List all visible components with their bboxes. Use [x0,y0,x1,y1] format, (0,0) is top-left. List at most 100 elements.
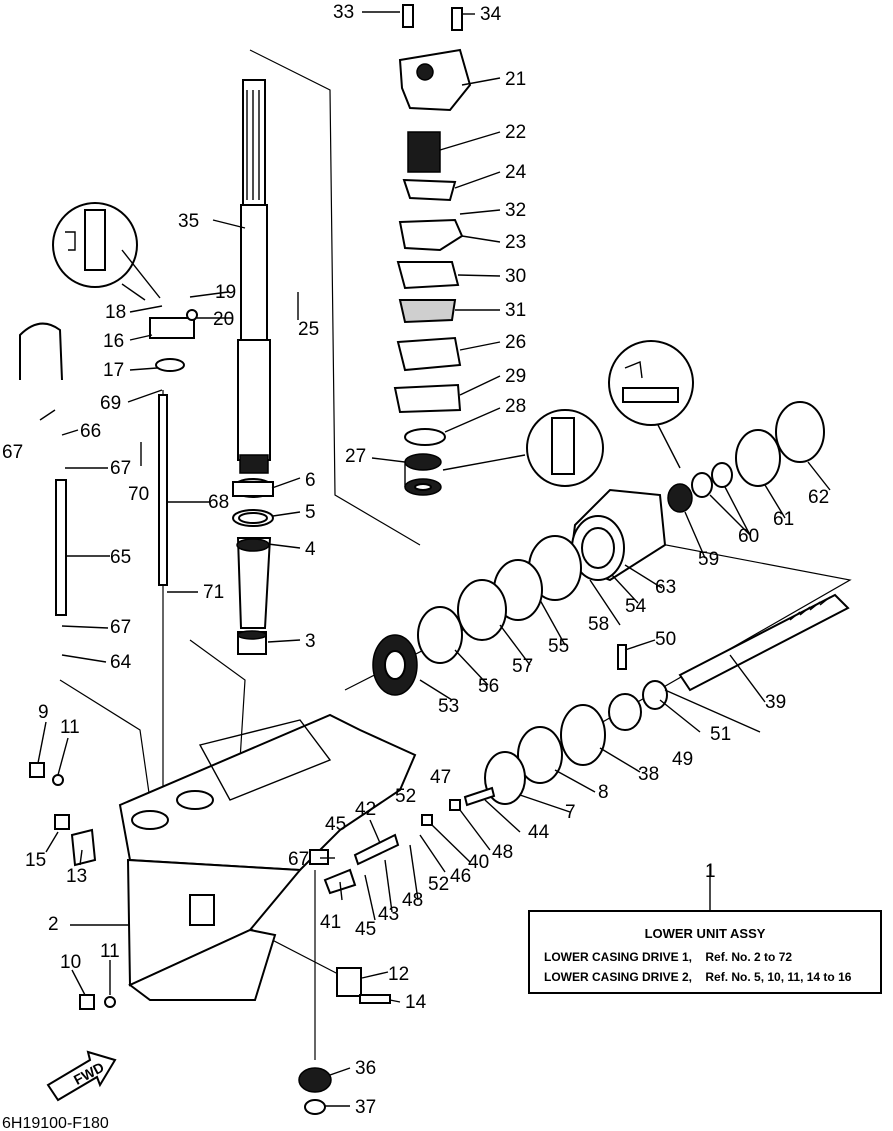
callout-label: 35 [178,211,199,232]
callout-label: 21 [505,69,526,90]
callout-label: 12 [388,964,409,985]
callout-label: 49 [672,749,693,770]
callout-label: 44 [528,822,550,843]
callout-label: 71 [203,582,224,603]
callout-label: 3 [305,631,316,652]
callout-label: 67 [110,617,131,638]
shift-rod-and-hose [19,309,198,616]
callout-label: 56 [478,676,499,697]
callout-label: 38 [638,764,659,785]
callout-label: 52 [428,874,449,895]
callout-label: 37 [355,1097,376,1118]
callout-label: 14 [405,992,427,1013]
callout-leaders [37,11,831,1107]
callout-label: 27 [345,446,366,467]
callout-label: 34 [480,4,502,25]
callout-label: 50 [655,629,676,650]
callout-label: 6 [305,470,316,491]
callout-label: 64 [110,652,132,673]
callout-label: 10 [60,952,81,973]
callout-label: 22 [505,122,526,143]
callout-label: 15 [25,850,46,871]
callout-label: 5 [305,502,316,523]
callout-label: 59 [698,549,719,570]
assembly-row: LOWER CASING DRIVE 2, Ref. No. 5, 10, 11… [544,970,851,984]
drive-shaft [237,79,271,474]
water-pump [393,4,472,496]
callout-label: 26 [505,332,526,353]
callout-label: 69 [100,393,121,414]
callout-label: 45 [325,814,346,835]
callout-label: 28 [505,396,526,417]
callout-label: 65 [110,547,131,568]
callout-label: 33 [333,2,354,23]
callout-label: 24 [505,162,527,183]
callout-label: 20 [213,309,234,330]
callout-numbers: 1 2 3 4 5 6 7 8 9 10 11 11 12 13 14 15 1… [2,2,829,1131]
callout-label: 54 [625,596,647,617]
callout-label: 61 [773,509,794,530]
callout-label: 53 [438,696,459,717]
callout-label: 40 [468,852,489,873]
callout-label: 67 [2,442,23,463]
callout-label: 32 [505,200,526,221]
callout-label: 29 [505,366,526,387]
callout-label: 2 [48,914,59,935]
callout-label: 68 [208,492,229,513]
callout-label: 67 [288,849,309,870]
assembly-info-box: LOWER UNIT ASSY LOWER CASING DRIVE 1, Re… [528,910,882,994]
callout-label: 11 [100,941,120,962]
callout-label: 23 [505,232,526,253]
assembly-row: LOWER CASING DRIVE 1, Ref. No. 2 to 72 [544,950,792,964]
callout-label: 43 [378,904,399,925]
callout-label: 17 [103,360,124,381]
callout-label: 1 [705,861,716,882]
callout-label: 70 [128,484,149,505]
callout-label: 25 [298,319,319,340]
propeller-shaft [617,593,850,692]
callout-label: 18 [105,302,126,323]
callout-label: 30 [505,266,526,287]
callout-label: 48 [492,842,513,863]
callout-label: 11 [60,717,80,738]
callout-label: 51 [710,724,731,745]
callout-label: 9 [38,702,49,723]
callout-label: 52 [395,786,416,807]
callout-label: 41 [320,912,341,933]
callout-label: 46 [450,866,471,887]
callout-label: 19 [215,282,236,303]
callout-label: 16 [103,331,124,352]
drive-shaft-bearings [232,478,274,655]
callout-label: 66 [80,421,101,442]
callout-label: 7 [565,802,576,823]
callout-label: 60 [738,526,759,547]
assembly-row-ref: Ref. No. 5, 10, 11, 14 to 16 [705,970,852,984]
drawing-code: 6H19100-F180 [2,1115,109,1131]
callout-label: 42 [355,799,376,820]
gears [298,634,668,1115]
callout-label: 55 [548,636,569,657]
small-parts [29,762,496,1010]
callout-label: 58 [588,614,609,635]
callout-label: 36 [355,1058,376,1079]
callout-label: 63 [655,577,676,598]
callout-label: 31 [505,300,526,321]
propeller-shaft-housing [417,401,825,664]
callout-label: 13 [66,866,87,887]
detail-circles [52,202,694,487]
callout-label: 62 [808,487,829,508]
forward-arrow-badge: FWD [46,1050,117,1102]
callout-label: 45 [355,919,376,940]
assembly-row-ref: Ref. No. 2 to 72 [705,950,793,964]
assembly-row-name: LOWER CASING DRIVE 1, [544,950,693,964]
assembly-row-name: LOWER CASING DRIVE 2, [544,970,693,984]
callout-label: 4 [305,539,316,560]
callout-label: 8 [598,782,609,803]
callout-label: 47 [430,767,451,788]
callout-label: 48 [402,890,423,911]
lower-casing [118,713,417,1001]
callout-label: 57 [512,656,533,677]
callout-label: 39 [765,692,786,713]
callout-label: 67 [110,458,131,479]
